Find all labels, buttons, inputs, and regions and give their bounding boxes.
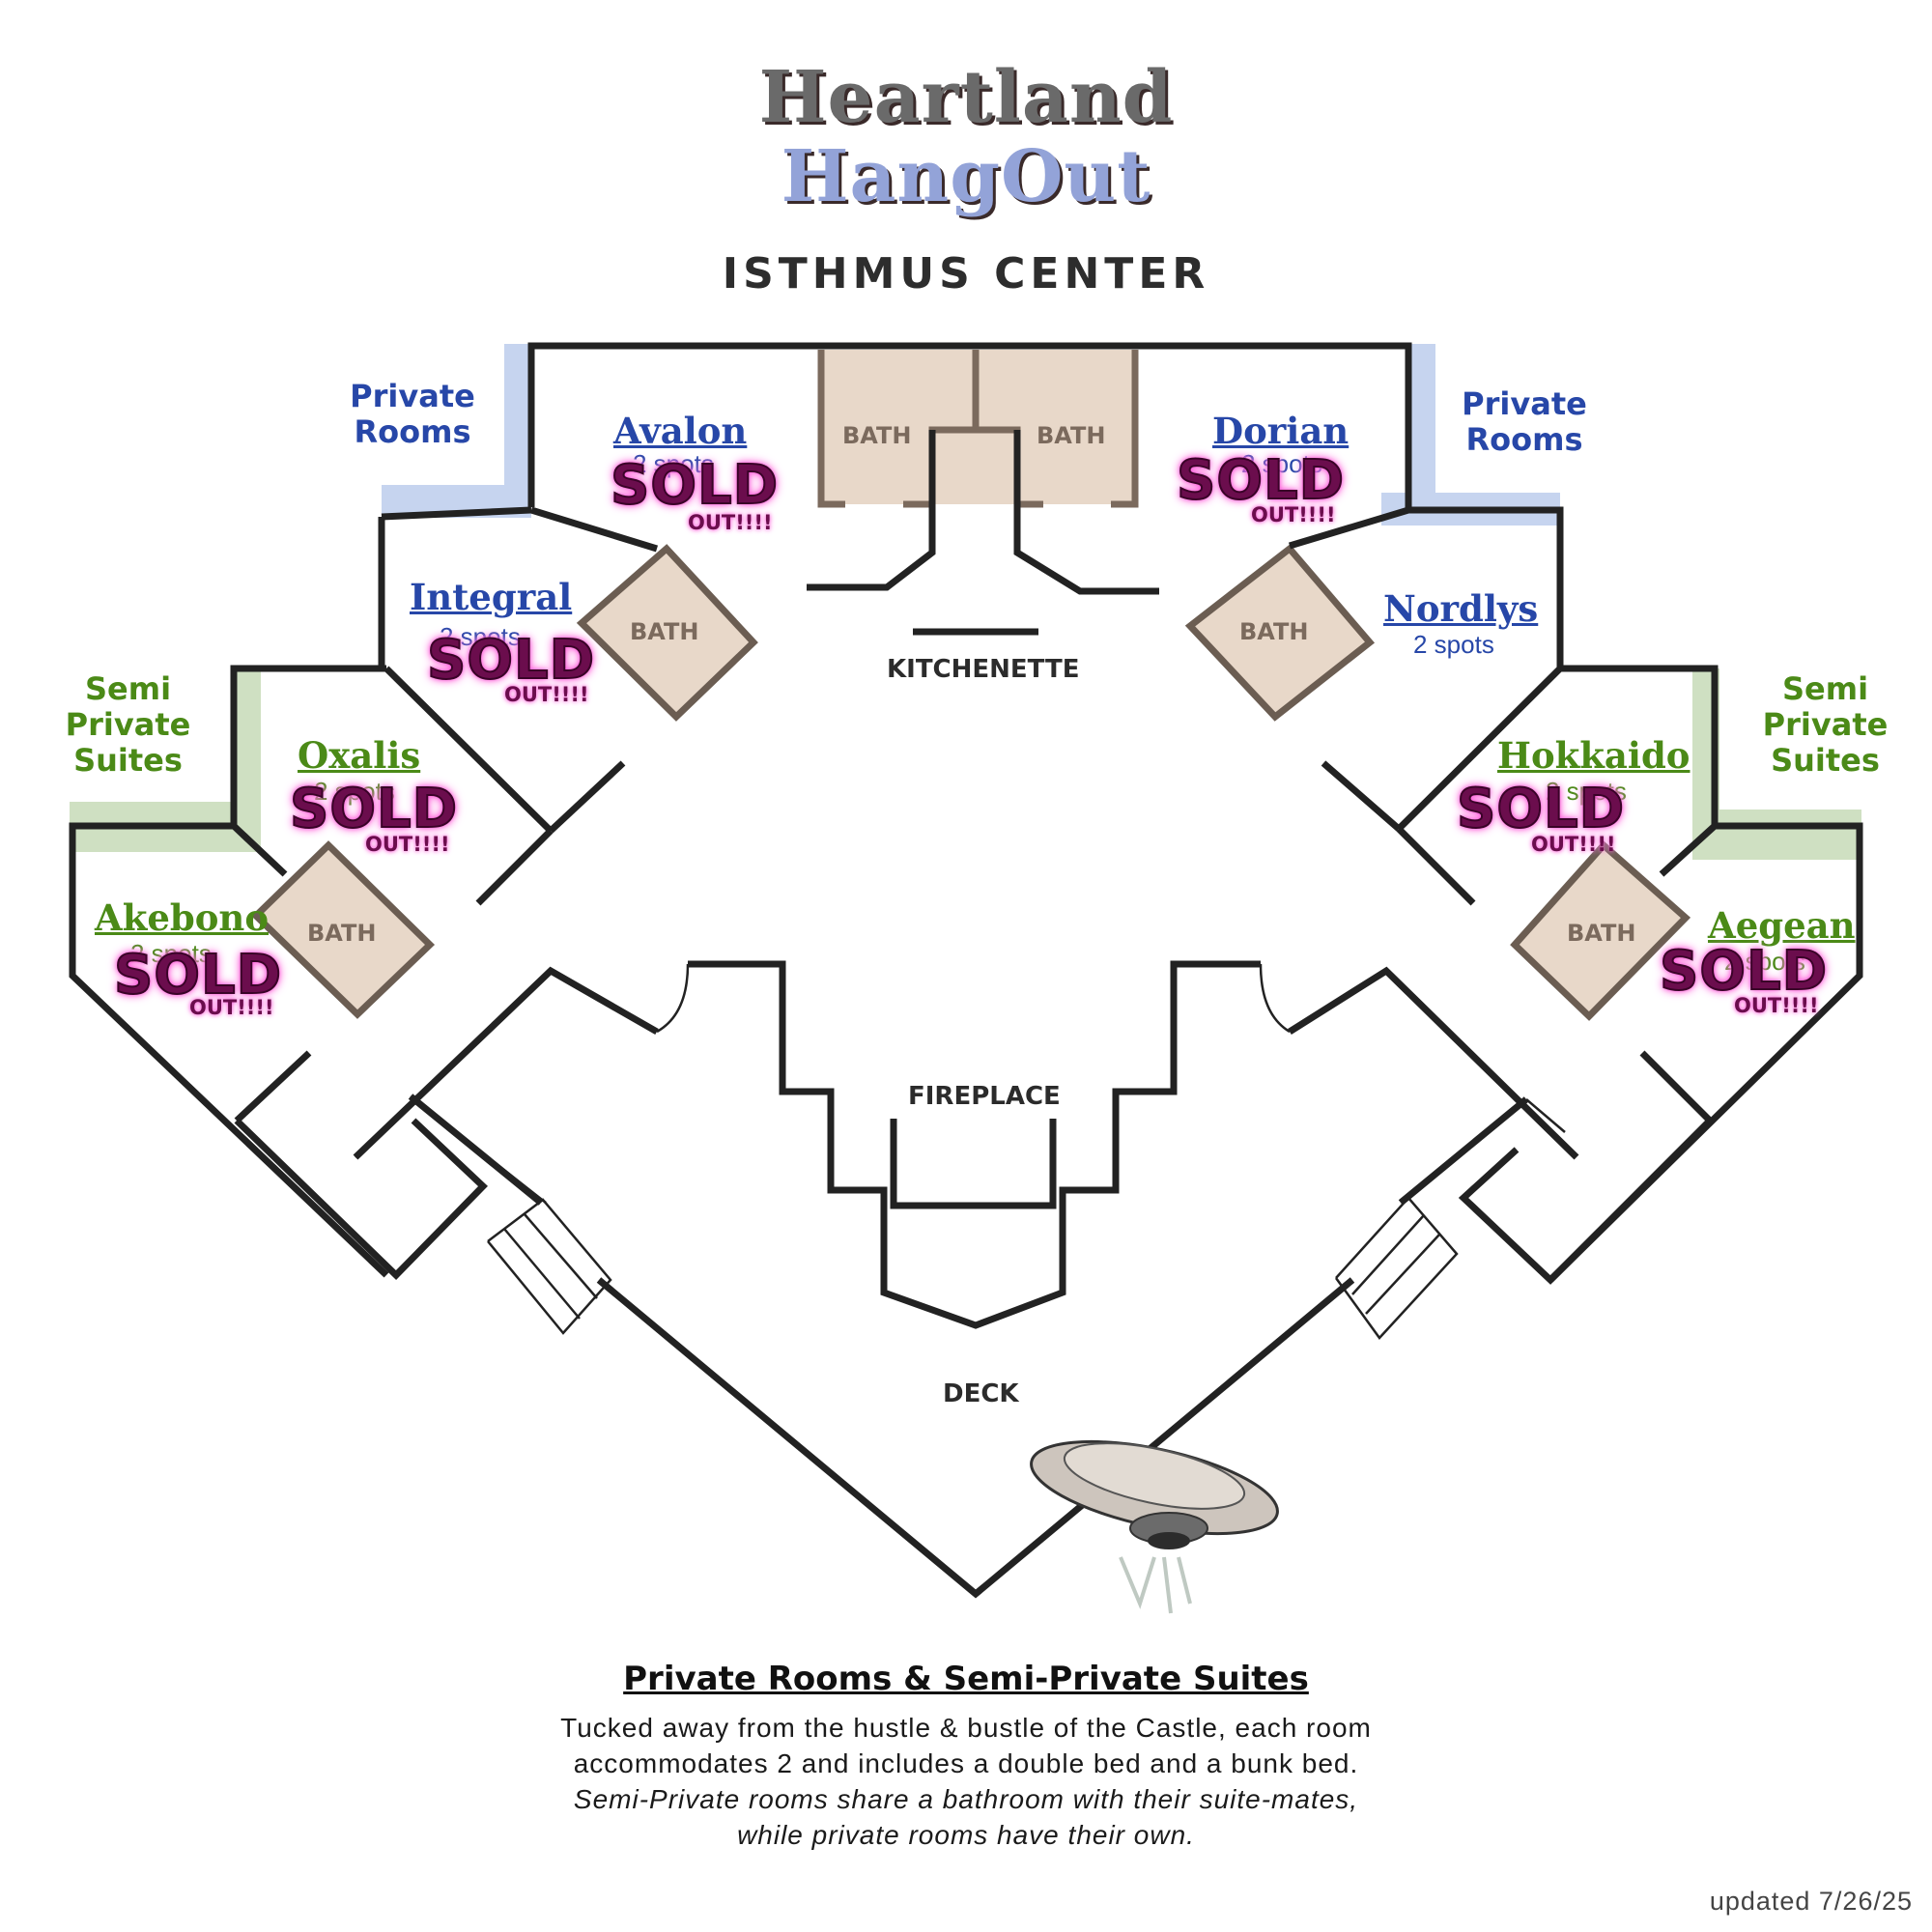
title-hangout: HangOut: [781, 135, 1151, 218]
room-hokkaido-spots: 2 spots: [1546, 777, 1627, 806]
room-oxalis-sold-sub: OUT!!!!: [365, 833, 450, 856]
room-hokkaido-sold-badge: SOLD: [1456, 778, 1626, 840]
title-heartland: Heartland: [758, 56, 1174, 139]
updated-date: updated 7/26/25: [1709, 1887, 1913, 1916]
room-dorian-sold-badge: SOLD: [1176, 449, 1346, 512]
room-aegean-sold-badge: SOLD: [1659, 940, 1829, 1003]
area-kitchenette: KITCHENETTE: [887, 655, 1080, 684]
category-private-rooms-right: Private Rooms: [1452, 386, 1597, 458]
bath-label-top-left: BATH: [842, 422, 912, 449]
room-oxalis-sold-badge: SOLD: [289, 778, 459, 840]
category-line: Suites: [1771, 742, 1880, 779]
category-line: Rooms: [1465, 421, 1583, 458]
room-avalon-sold-sub: OUT!!!!: [688, 511, 773, 534]
category-line: Rooms: [354, 413, 471, 450]
ufo-icon: [1030, 1439, 1279, 1614]
category-line: Private: [350, 378, 475, 414]
footer-description: Tucked away from the hustle & bustle of …: [541, 1710, 1391, 1853]
category-line: Private: [65, 706, 191, 743]
room-aegean-sold-sub: OUT!!!!: [1734, 994, 1819, 1017]
bath-rooms: [250, 350, 1691, 1021]
category-line: Semi: [1781, 670, 1869, 707]
category-line: Suites: [73, 742, 183, 779]
room-nordlys-spots: 2 spots: [1413, 630, 1494, 659]
top-bath-walls: [817, 350, 1139, 508]
room-aegean-name[interactable]: Aegean: [1708, 904, 1856, 947]
room-aegean-spots: 2 spots: [1724, 947, 1805, 976]
room-integral-spots: 2 spots: [440, 622, 521, 651]
room-integral-name[interactable]: Integral: [410, 576, 573, 618]
room-akebono-sold-badge: SOLD: [113, 944, 283, 1007]
room-integral-sold-sub: OUT!!!!: [504, 683, 589, 706]
room-integral-sold-badge: SOLD: [426, 629, 596, 692]
footer-body-italic: Semi-Private rooms share a bathroom with…: [573, 1784, 1359, 1850]
bath-label-integral: BATH: [630, 618, 699, 645]
deck-outline: [355, 963, 1566, 1340]
category-line: Private: [1762, 706, 1889, 743]
room-hokkaido-sold-sub: OUT!!!!: [1531, 833, 1616, 856]
footer-title: Private Rooms & Semi-Private Suites: [623, 1660, 1309, 1698]
area-fireplace: FIREPLACE: [908, 1082, 1061, 1111]
page-subtitle: ISTHMUS CENTER: [722, 249, 1210, 298]
bath-label-left-suite: BATH: [307, 920, 377, 947]
room-akebono-sold-sub: OUT!!!!: [189, 996, 274, 1019]
category-line: Semi: [84, 670, 172, 707]
room-akebono-spots: 2 spots: [130, 939, 212, 968]
bath-label-right-suite: BATH: [1567, 920, 1636, 947]
room-oxalis-spots: 2 spots: [314, 777, 395, 806]
room-oxalis-name[interactable]: Oxalis: [298, 734, 421, 777]
room-nordlys-name[interactable]: Nordlys: [1383, 587, 1539, 630]
room-dorian-sold-sub: OUT!!!!: [1251, 503, 1336, 526]
room-avalon-sold-badge: SOLD: [610, 454, 780, 517]
bath-label-top-right: BATH: [1037, 422, 1106, 449]
bath-label-nordlys: BATH: [1239, 618, 1309, 645]
room-avalon-name[interactable]: Avalon: [613, 410, 748, 452]
private-rooms-highlight-left: [382, 344, 531, 518]
room-dorian-name[interactable]: Dorian: [1212, 410, 1350, 452]
room-akebono-name[interactable]: Akebono: [95, 896, 270, 939]
category-private-rooms-left: Private Rooms: [340, 379, 485, 450]
room-dorian-spots: 2 spots: [1241, 449, 1322, 478]
area-deck: DECK: [943, 1379, 1019, 1408]
category-semi-private-left: Semi Private Suites: [53, 671, 203, 779]
category-semi-private-right: Semi Private Suites: [1750, 671, 1900, 779]
category-line: Private: [1462, 385, 1587, 422]
footer-body-plain: Tucked away from the hustle & bustle of …: [560, 1713, 1372, 1778]
room-avalon-spots: 2 spots: [633, 449, 714, 478]
room-hokkaido-name[interactable]: Hokkaido: [1497, 734, 1690, 777]
